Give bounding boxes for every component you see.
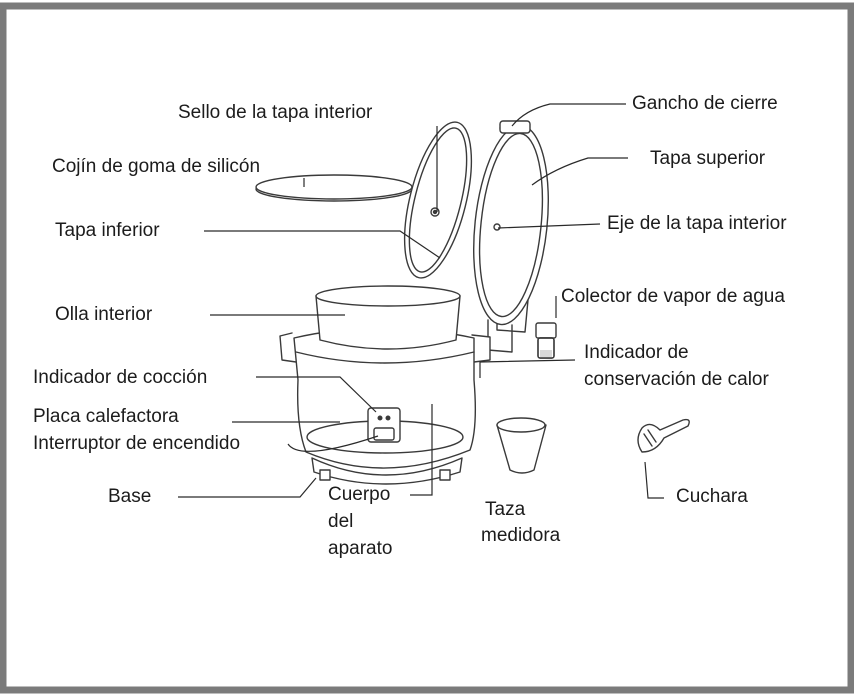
label-cojin-de-goma: Cojín de goma de silicón (52, 156, 261, 177)
label-cuchara: Cuchara (676, 486, 748, 507)
label-gancho-de-cierre: Gancho de cierre (632, 93, 778, 114)
label-colector-vapor: Colector de vapor de agua (561, 286, 785, 307)
leader-base (178, 477, 317, 498)
leader-lines (178, 103, 664, 499)
leader-gancho (511, 103, 626, 127)
label-taza-line1: Taza (485, 499, 526, 520)
leader-interruptor (287, 435, 379, 452)
label-placa-calefactora: Placa calefactora (33, 406, 179, 427)
label-base: Base (108, 486, 152, 507)
spoon-drawing (637, 418, 690, 453)
label-taza-line2: medidora (481, 525, 561, 546)
leader-coccion (256, 376, 377, 413)
label-cuerpo-line1: Cuerpo (328, 484, 391, 505)
cooker-body-drawing (279, 327, 491, 485)
label-indicador-de: Indicador de (584, 342, 689, 363)
label-cuerpo-line3: aparato (328, 538, 393, 559)
label-tapa-inferior: Tapa inferior (55, 220, 160, 241)
leader-tapa-superior (531, 157, 628, 186)
label-tapa-superior: Tapa superior (650, 148, 766, 169)
leader-cuerpo (410, 404, 433, 496)
inner-pot-drawing (315, 285, 461, 350)
measuring-cup-drawing (496, 417, 547, 474)
top-lid-drawing (473, 120, 549, 353)
silicone-cushion-drawing (255, 174, 413, 202)
label-eje-tapa-interior: Eje de la tapa interior (607, 213, 787, 234)
leader-tapa-inferior (204, 230, 441, 259)
label-sello-tapa-interior: Sello de la tapa interior (178, 102, 373, 123)
steam-collector-drawing (535, 322, 557, 359)
label-indicador-coccion: Indicador de cocción (33, 367, 208, 388)
inner-lid-drawing (403, 121, 473, 279)
label-cuerpo-line2: del (328, 511, 354, 532)
label-olla-interior: Olla interior (55, 304, 153, 325)
leader-eje (497, 223, 601, 229)
leader-conservacion (479, 359, 576, 378)
label-conservacion-de-calor: conservación de calor (584, 369, 769, 390)
leader-cuchara (644, 461, 664, 499)
label-interruptor-encendido: Interruptor de encendido (33, 433, 241, 454)
